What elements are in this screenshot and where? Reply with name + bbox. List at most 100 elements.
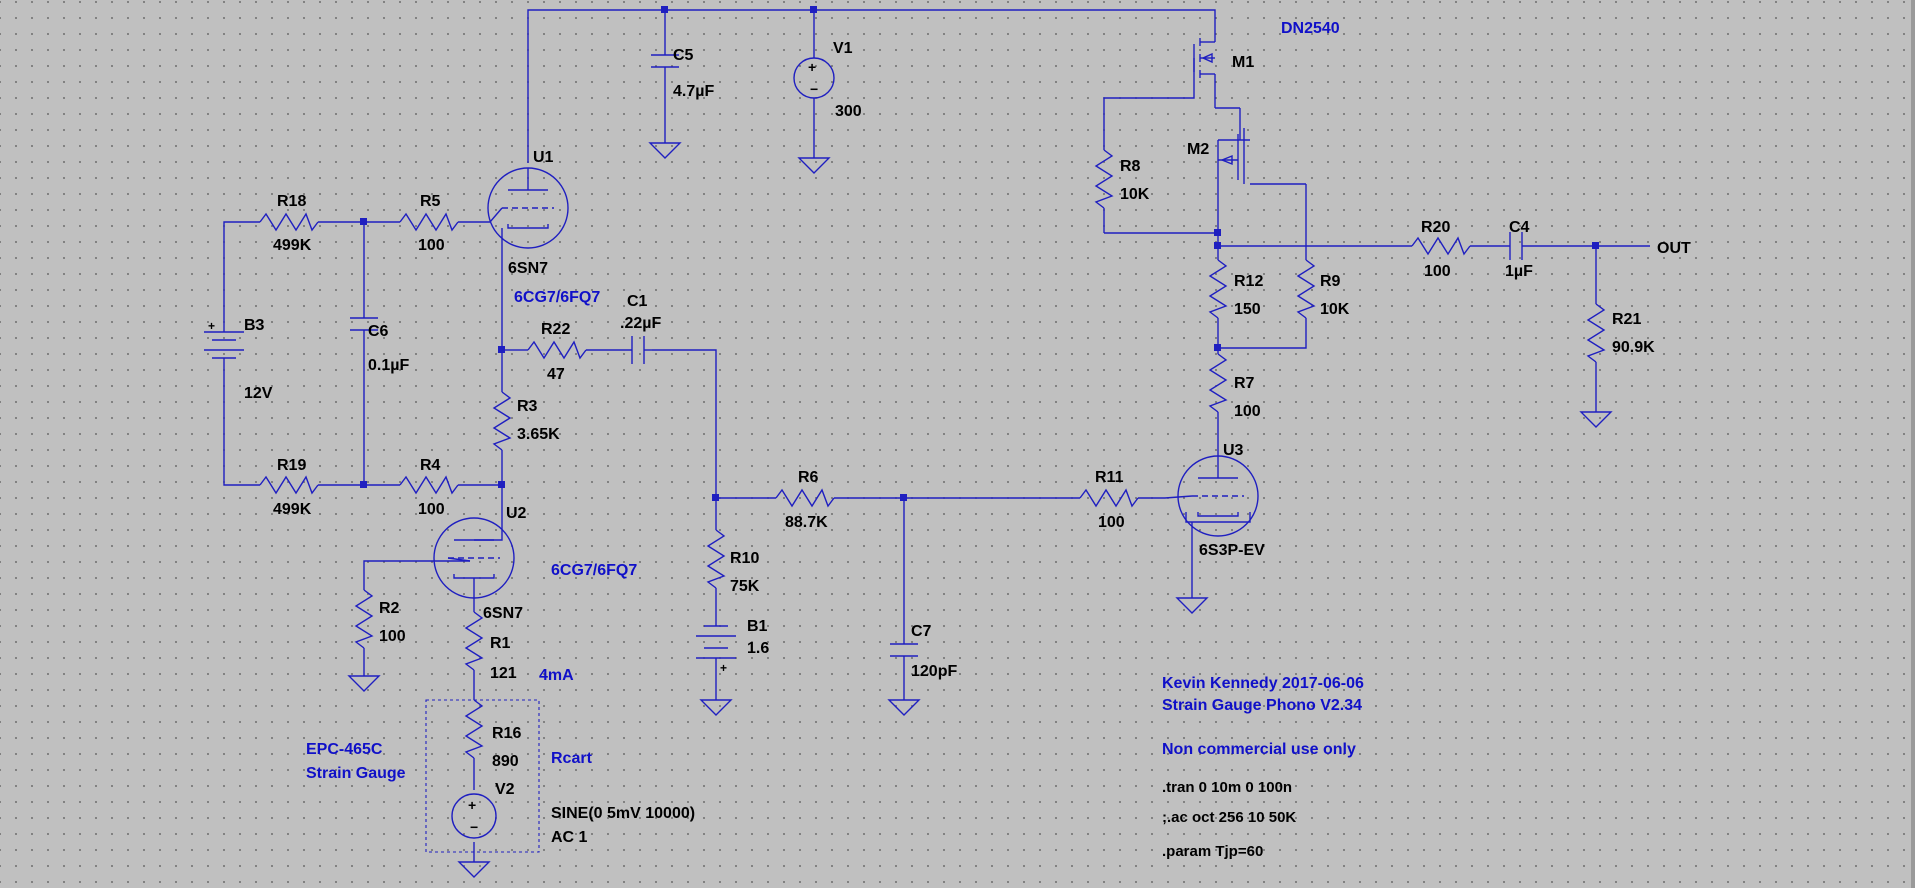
u1-ref: U1 xyxy=(533,149,554,166)
r5-value: 100 xyxy=(418,237,445,254)
c5-ref: C5 xyxy=(673,47,694,64)
r2-body xyxy=(354,589,374,649)
r10-body xyxy=(706,529,726,589)
svg-text:−: − xyxy=(810,81,818,97)
r1-value: 121 xyxy=(490,665,517,682)
r5-ref: R5 xyxy=(420,193,441,210)
current-annotation: 4mA xyxy=(539,667,574,684)
r3-body xyxy=(492,391,512,451)
r20-ref: R20 xyxy=(1421,219,1450,236)
r8-value: 10K xyxy=(1120,186,1150,203)
c5-body xyxy=(651,54,679,68)
author-annotation: Kevin Kennedy 2017-06-06 xyxy=(1162,675,1364,692)
u1-model: 6SN7 xyxy=(508,260,548,277)
ground-r2 xyxy=(347,675,381,692)
c4-value: 1µF xyxy=(1505,263,1533,280)
r18-ref: R18 xyxy=(277,193,306,210)
c6-body xyxy=(350,317,378,331)
rcart-label: Rcart xyxy=(551,750,593,767)
c4-body xyxy=(1509,232,1523,260)
r12-value: 150 xyxy=(1234,301,1261,318)
r11-ref: R11 xyxy=(1095,469,1124,486)
r18-value: 499K xyxy=(273,237,312,254)
v2-ac: AC 1 xyxy=(551,829,588,846)
m1-ref: M1 xyxy=(1232,54,1254,71)
ground-r21 xyxy=(1579,411,1613,428)
ac-directive: ;.ac oct 256 10 50K xyxy=(1162,809,1296,826)
r22-body xyxy=(527,340,587,360)
u1-body xyxy=(487,167,569,249)
c7-ref: C7 xyxy=(911,623,932,640)
r9-value: 10K xyxy=(1320,301,1350,318)
batteries: + + xyxy=(204,319,736,675)
capacitors xyxy=(350,54,1523,657)
c5-value: 4.7µF xyxy=(673,83,714,100)
c1-value: .22µF xyxy=(620,315,661,332)
u3-body xyxy=(1164,455,1259,537)
svg-text:+: + xyxy=(720,661,727,675)
r4-ref: R4 xyxy=(420,457,441,474)
r21-value: 90.9K xyxy=(1612,339,1655,356)
license-annotation: Non commercial use only xyxy=(1162,741,1356,758)
c1-body xyxy=(631,336,652,364)
r16-value: 890 xyxy=(492,753,519,770)
r16-ref: R16 xyxy=(492,725,521,742)
ground-v1 xyxy=(797,157,831,174)
m1-body xyxy=(1193,38,1216,78)
u2-model: 6SN7 xyxy=(483,605,523,622)
r7-ref: R7 xyxy=(1234,375,1255,392)
r21-body xyxy=(1586,303,1606,363)
cartridge-model: EPC-465C xyxy=(306,741,383,758)
ground-b1 xyxy=(699,699,733,716)
b1-ref: B1 xyxy=(747,618,768,635)
out-net-label: OUT xyxy=(1657,240,1691,257)
resistors xyxy=(259,149,1606,759)
r9-ref: R9 xyxy=(1320,273,1341,290)
c7-body xyxy=(890,643,918,657)
cartridge-box xyxy=(425,699,540,853)
r9-body xyxy=(1296,259,1316,319)
window-edge xyxy=(1911,0,1915,888)
voltage-sources: + − + − xyxy=(451,57,835,839)
m1-model: DN2540 xyxy=(1281,20,1340,37)
r22-ref: R22 xyxy=(541,321,570,338)
r6-body xyxy=(775,488,835,508)
u2-body xyxy=(433,517,515,599)
ground-v2 xyxy=(457,861,491,878)
r20-body xyxy=(1411,236,1471,256)
r1-ref: R1 xyxy=(490,635,511,652)
r12-ref: R12 xyxy=(1234,273,1263,290)
v1-ref: V1 xyxy=(833,40,853,57)
r8-body xyxy=(1094,149,1114,209)
svg-text:−: − xyxy=(470,819,478,835)
c7-value: 120pF xyxy=(911,663,957,680)
v1-value: 300 xyxy=(835,103,862,120)
r2-ref: R2 xyxy=(379,600,400,617)
r19-value: 499K xyxy=(273,501,312,518)
c1-ref: C1 xyxy=(627,293,648,310)
r1-body xyxy=(464,611,484,671)
labels: R18 499K R5 100 R19 499K R4 100 B3 12V C… xyxy=(244,20,1691,860)
v2-ref: V2 xyxy=(495,781,515,798)
ground-c5 xyxy=(648,142,682,159)
b1-body: + xyxy=(696,625,736,675)
ground-symbols xyxy=(347,142,1613,878)
r8-ref: R8 xyxy=(1120,158,1141,175)
mosfets xyxy=(1193,38,1250,184)
r19-body xyxy=(259,475,319,495)
u3-ref: U3 xyxy=(1223,442,1244,459)
r12-body xyxy=(1208,259,1228,319)
r19-ref: R19 xyxy=(277,457,306,474)
r3-value: 3.65K xyxy=(517,426,560,443)
r11-value: 100 xyxy=(1098,514,1125,531)
r5-body xyxy=(399,212,459,232)
cartridge-type: Strain Gauge xyxy=(306,765,406,782)
param-directive: .param Tjp=60 xyxy=(1162,843,1263,860)
r20-value: 100 xyxy=(1424,263,1451,280)
r7-body xyxy=(1208,353,1228,413)
u3-model: 6S3P-EV xyxy=(1199,542,1265,559)
r3-ref: R3 xyxy=(517,398,538,415)
r10-value: 75K xyxy=(730,578,760,595)
ground-c7 xyxy=(887,699,921,716)
